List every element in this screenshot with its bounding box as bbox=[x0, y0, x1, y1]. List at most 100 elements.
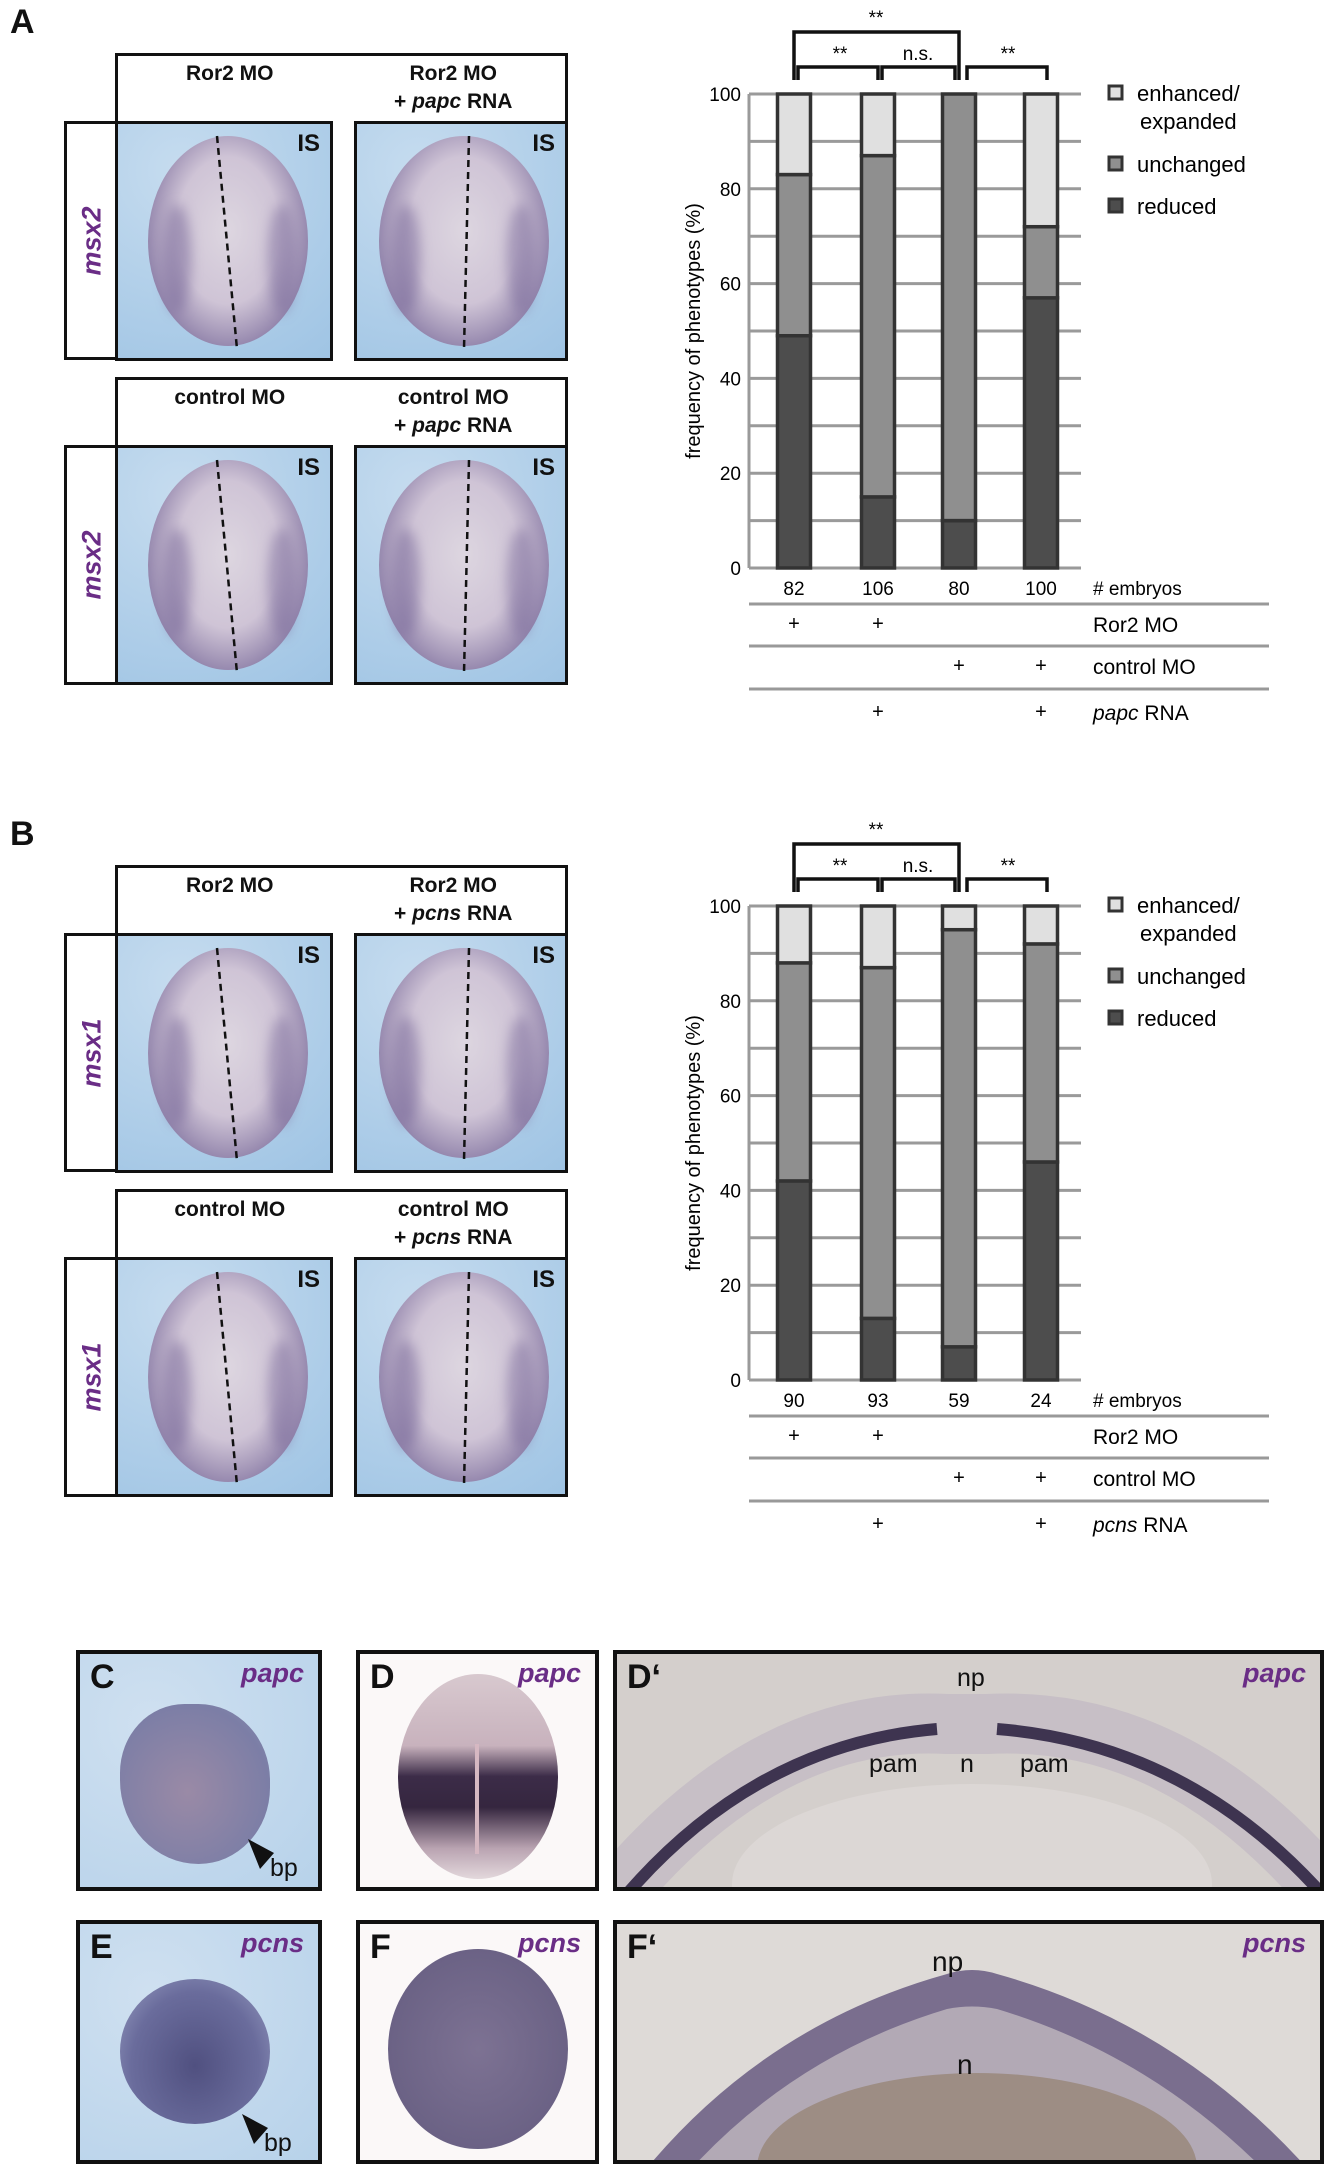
condition-right-line2: + papc RNA bbox=[342, 412, 566, 440]
y-tick-label: 60 bbox=[720, 275, 741, 296]
legend-swatch bbox=[1107, 967, 1124, 984]
bar-segment-reduced bbox=[775, 333, 813, 570]
panel-d-prime-image: D‘ papc np pam n pam bbox=[613, 1650, 1324, 1891]
condition-text: Ror2 MO bbox=[1093, 1426, 1178, 1449]
stripe-right bbox=[268, 1340, 296, 1450]
legend-label: reduced bbox=[1137, 194, 1217, 219]
stripe-left bbox=[163, 528, 191, 638]
condition-left-label: control MO bbox=[174, 1198, 286, 1221]
prefix: + bbox=[394, 414, 413, 437]
dashed-midline bbox=[215, 459, 239, 674]
significance-bracket bbox=[965, 877, 1049, 892]
gene-name: papc bbox=[1092, 702, 1139, 725]
significance-label: ** bbox=[833, 856, 848, 877]
significance-bracket bbox=[965, 65, 1049, 80]
prefix: + bbox=[394, 902, 413, 925]
notochord-label: n bbox=[960, 1750, 974, 1778]
embryo-count: 82 bbox=[783, 579, 804, 600]
significance-bracket bbox=[792, 30, 961, 80]
gene-label: msx1 bbox=[76, 1342, 106, 1412]
section-drawing bbox=[653, 1970, 1300, 2160]
bar-segment-unchanged bbox=[940, 927, 978, 1349]
condition-mark: + bbox=[1035, 1467, 1047, 1489]
legend-swatch bbox=[1107, 1009, 1124, 1026]
embryo-image: IS bbox=[115, 121, 333, 361]
condition-mark: + bbox=[872, 1425, 884, 1447]
bar-segment-unchanged bbox=[940, 92, 978, 523]
panel-f-image: F pcns bbox=[356, 1920, 599, 2164]
stripe-left bbox=[392, 1340, 420, 1450]
midline bbox=[475, 1744, 479, 1854]
panel-label-e: E bbox=[90, 1928, 113, 1966]
bar-segment-enhanced bbox=[940, 904, 978, 932]
significance-bracket bbox=[796, 877, 880, 892]
condition-label: Ror2 MO bbox=[1093, 1426, 1178, 1449]
significance-label: ** bbox=[1001, 44, 1016, 65]
condition-right-line1: Ror2 MO bbox=[409, 62, 497, 85]
embryo bbox=[120, 1979, 270, 2124]
condition-left-label: control MO bbox=[174, 386, 286, 409]
injected-side-label: IS bbox=[532, 1266, 555, 1293]
blastopore-label: bp bbox=[270, 1854, 298, 1882]
condition-right-line2: + papc RNA bbox=[342, 88, 566, 116]
panel-d-image: D papc bbox=[356, 1650, 599, 1891]
bar-segment-reduced bbox=[1022, 296, 1060, 570]
gene-name: pcns bbox=[1092, 1514, 1138, 1537]
y-tick-label: 60 bbox=[720, 1087, 741, 1108]
legend-label: unchanged bbox=[1137, 152, 1246, 177]
condition-label: papc RNA bbox=[1092, 702, 1189, 725]
embryo-count: 59 bbox=[948, 1391, 969, 1412]
panel-label-c: C bbox=[90, 1658, 115, 1696]
condition-mark: + bbox=[872, 701, 884, 723]
gene-name: papc bbox=[412, 90, 462, 113]
embryo-count: 93 bbox=[867, 1391, 888, 1412]
prefix: + bbox=[394, 1226, 413, 1249]
arrowhead-icon bbox=[242, 2114, 268, 2144]
gene-label: pcns bbox=[240, 1928, 304, 1958]
condition-right-line1: control MO bbox=[397, 1198, 509, 1221]
embryo-image: IS bbox=[354, 445, 568, 685]
condition-mark: + bbox=[872, 1513, 884, 1535]
gene-label: msx2 bbox=[76, 530, 106, 600]
significance-label: ** bbox=[869, 8, 884, 29]
dashed-midline bbox=[462, 135, 471, 350]
condition-right-label: Ror2 MO+ pcns RNA bbox=[342, 872, 566, 928]
significance-label: ** bbox=[1001, 856, 1016, 877]
panel-label-f-prime: F‘ bbox=[627, 1928, 658, 1966]
bar-segment-enhanced bbox=[1022, 904, 1060, 946]
bar-segment-unchanged bbox=[1022, 942, 1060, 1164]
condition-header: control MO control MO + pcns RNA bbox=[115, 1189, 568, 1257]
condition-left-label: Ror2 MO bbox=[185, 62, 274, 85]
condition-right-label: Ror2 MO + papc RNA bbox=[342, 60, 566, 116]
bar-segment-unchanged bbox=[859, 153, 897, 499]
dashed-midline bbox=[462, 947, 471, 1162]
bar-segment-unchanged bbox=[775, 172, 813, 338]
panel-c-image: C papc bp bbox=[76, 1650, 322, 1891]
gene-name: papc bbox=[412, 414, 462, 437]
y-tick-label: 80 bbox=[720, 992, 741, 1013]
y-tick-label: 40 bbox=[720, 369, 741, 390]
gene-label-box: msx2 bbox=[64, 121, 116, 360]
gene-label-box: msx1 bbox=[64, 933, 116, 1172]
embryo-image: IS bbox=[115, 1257, 333, 1497]
bar-segment-reduced bbox=[859, 1316, 897, 1382]
suffix: RNA bbox=[461, 414, 513, 437]
bar-segment-unchanged bbox=[859, 965, 897, 1321]
embryo-image: IS bbox=[354, 1257, 568, 1497]
condition-right-line2: + pcns RNA bbox=[342, 1224, 566, 1252]
legend-label: expanded bbox=[1140, 109, 1237, 134]
condition-right-label: control MO + pcns RNA bbox=[342, 1196, 566, 1252]
condition-text: RNA bbox=[1139, 702, 1189, 725]
gene-label: msx2 bbox=[76, 205, 106, 276]
panel-label-d-prime: D‘ bbox=[627, 1658, 661, 1696]
panel-label-d: D bbox=[370, 1658, 395, 1696]
stripe-right bbox=[507, 204, 535, 314]
embryo bbox=[120, 1704, 270, 1864]
condition-right-line1: Ror2 MO bbox=[409, 874, 497, 897]
pam-left-label: pam bbox=[869, 1750, 918, 1778]
gene-name: pcns bbox=[412, 902, 462, 925]
bar-segment-enhanced bbox=[775, 92, 813, 177]
bar-segment-reduced bbox=[1022, 1160, 1060, 1382]
